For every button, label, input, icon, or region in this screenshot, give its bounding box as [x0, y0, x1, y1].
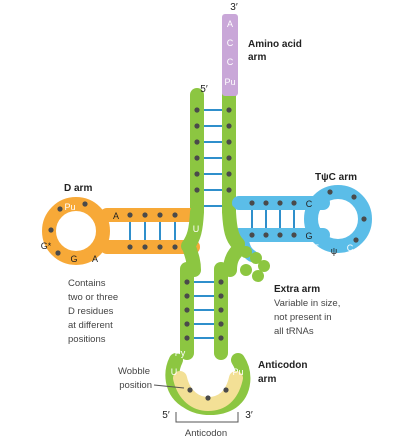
d-arm-base-g-star: G*	[41, 241, 52, 251]
d-arm-strand-bottom	[100, 240, 200, 254]
d-arm-strand-top	[100, 208, 200, 222]
amino-acid-overhang	[222, 14, 238, 96]
anticodon-base-py: Py	[175, 348, 186, 358]
t-arm	[232, 185, 372, 262]
d-arm-base-a-top: A	[113, 211, 119, 221]
t-arm-base-t: T	[313, 243, 319, 253]
wobble-label-line1: Wobble	[118, 366, 150, 377]
d-arm-base-a-bottom: A	[92, 254, 98, 264]
junction-base-u: U	[193, 224, 200, 234]
anticodon-arm	[165, 262, 251, 415]
overhang-base-a: A	[227, 19, 233, 29]
anticodon-loop-dots	[187, 387, 229, 401]
overhang-base-c1: C	[227, 38, 234, 48]
acceptor-nucleotide-dots	[194, 107, 232, 193]
extra-arm-note-line3: all tRNAs	[274, 326, 314, 337]
t-arm-base-g: G	[305, 231, 312, 241]
anticodon-base-u: U	[171, 367, 178, 377]
anticodon-arm-title-line2: arm	[258, 374, 276, 385]
acceptor-strand-5prime	[190, 88, 204, 218]
five-prime-end-top: 5′	[200, 84, 208, 95]
wobble-label-line2: position	[119, 380, 152, 391]
anticodon-arm-title-line1: Anticodon	[258, 360, 307, 371]
anticodon-bracket	[175, 412, 239, 423]
t-arm-title: TψC arm	[315, 172, 357, 183]
d-arm-note-line3: D residues	[68, 306, 114, 317]
three-prime-end-top: 3′	[230, 2, 238, 13]
anticodon-stem-dots	[184, 279, 224, 341]
anticodon-triplet	[173, 371, 243, 412]
t-arm-dots	[249, 189, 367, 243]
extra-arm-note-line1: Variable in size,	[274, 298, 340, 309]
five-prime-end-bottom: 5′	[162, 410, 170, 421]
t-arm-rungs	[251, 210, 295, 228]
three-prime-end-bottom: 3′	[245, 410, 253, 421]
overhang-base-c2: C	[227, 57, 234, 67]
acceptor-stem	[190, 88, 236, 218]
t-arm-base-c: C	[306, 199, 313, 209]
d-arm-base-pu: Pu	[64, 202, 75, 212]
t-arm-base-psi: ψ	[331, 246, 337, 256]
amino-acid-arm-label-line2: arm	[248, 52, 266, 63]
extra-arm-loop	[240, 246, 270, 282]
d-arm-note-line1: Contains	[68, 278, 106, 289]
amino-acid-arm-label-line1: Amino acid	[248, 39, 302, 50]
d-arm-rungs	[129, 222, 176, 240]
extra-arm-note-line2: not present in	[274, 312, 332, 323]
d-arm-note-line2: two or three	[68, 292, 118, 303]
d-arm-title: D arm	[64, 183, 92, 194]
overhang-base-pu: Pu	[224, 77, 235, 87]
d-arm-base-g: G	[70, 254, 77, 264]
central-junction	[181, 205, 245, 277]
anticodon-base-pu: Pu	[232, 367, 243, 377]
t-arm-base-c2: C	[347, 243, 354, 253]
wobble-pointer	[153, 384, 185, 389]
d-loop	[42, 197, 110, 265]
d-arm-dots	[48, 201, 178, 256]
d-arm-note-line4: at different	[68, 320, 113, 331]
acceptor-strand-3prime	[222, 88, 236, 218]
anticodon-rungs	[194, 281, 214, 339]
anticodon-label: Anticodon	[185, 428, 227, 439]
acceptor-base-pair-rungs	[204, 109, 222, 207]
d-arm-note-line5: positions	[68, 334, 106, 345]
extra-arm-title: Extra arm	[274, 284, 320, 295]
d-arm	[42, 197, 200, 265]
